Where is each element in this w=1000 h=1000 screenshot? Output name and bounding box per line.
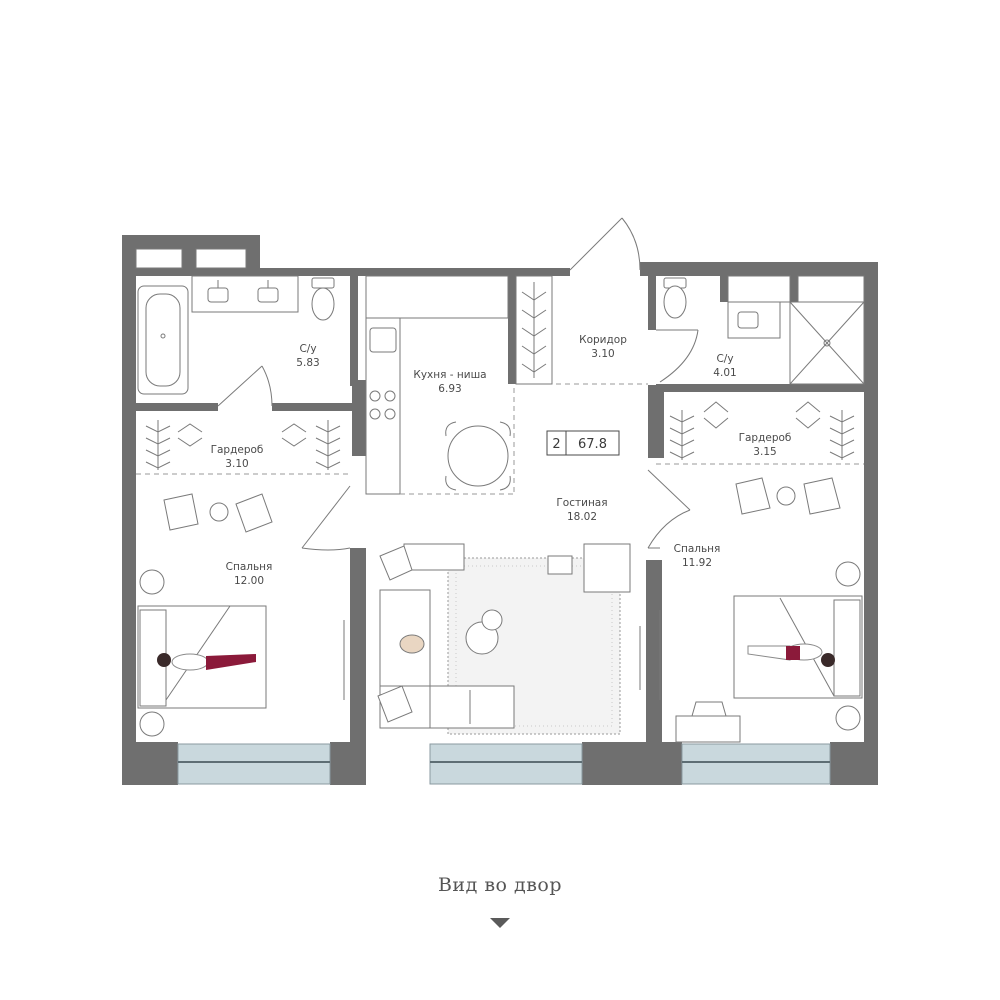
corridor-wardrobe	[515, 275, 648, 385]
room-area: 18.02	[567, 511, 597, 523]
room-area: 11.92	[682, 557, 712, 569]
window-right	[681, 743, 831, 785]
room-area: 3.10	[225, 458, 248, 470]
bathroom-right-door[interactable]	[656, 329, 699, 383]
room-name: С/у	[299, 343, 316, 355]
desk-chair-right	[675, 701, 741, 743]
room-area: 5.83	[296, 357, 319, 369]
room-label-bathroom-right: С/у 4.01	[713, 353, 736, 379]
window-center	[429, 743, 583, 785]
room-name: Кухня - ниша	[413, 369, 486, 381]
person-right	[747, 643, 835, 667]
room-area: 6.93	[438, 383, 461, 395]
person-left	[157, 653, 256, 671]
dog-illustration	[399, 634, 425, 654]
view-direction-label: Вид во двор	[437, 874, 563, 896]
living-room-doors[interactable]	[301, 469, 691, 551]
closet-doors-right	[639, 610, 661, 700]
wardrobe-right	[656, 401, 864, 465]
rooms-count: 2	[552, 437, 560, 452]
wardrobe-left	[136, 420, 350, 475]
total-area: 67.8	[578, 437, 607, 452]
dining-table	[445, 421, 511, 491]
apartment-summary-badge: 2 67.8	[546, 430, 620, 456]
bathroom-left-door[interactable]	[217, 365, 273, 407]
window-top-right	[727, 275, 865, 303]
room-area: 4.01	[713, 367, 736, 379]
triangle-down-icon	[490, 918, 510, 928]
bedroom-left-chairs	[163, 493, 273, 533]
room-label-bedroom-right: Спальня 11.92	[674, 543, 721, 569]
room-label-wardrobe-left: Гардероб 3.10	[211, 444, 264, 470]
room-label-bathroom-left: С/у 5.83	[296, 343, 319, 369]
shower	[789, 301, 865, 385]
room-name: С/у	[716, 353, 733, 365]
entrance-door[interactable]	[569, 217, 641, 271]
tv-console	[379, 543, 631, 593]
bed-left	[137, 569, 267, 737]
coffee-table	[465, 609, 503, 655]
room-name: Коридор	[579, 334, 627, 346]
room-label-corridor: Коридор 3.10	[579, 334, 627, 360]
bathtub	[137, 285, 189, 395]
room-label-kitchen: Кухня - ниша 6.93	[413, 369, 486, 395]
room-area: 12.00	[234, 575, 264, 587]
window-left	[177, 743, 331, 785]
double-sink	[191, 275, 299, 313]
room-name: Гардероб	[211, 444, 264, 456]
room-name: Гостиная	[556, 497, 607, 509]
room-area: 3.10	[591, 348, 614, 360]
toilet-right	[663, 277, 687, 319]
kitchen-counter	[365, 275, 515, 495]
armchair	[377, 685, 413, 723]
toilet-left	[311, 277, 335, 321]
room-label-living-room: Гостиная 18.02	[556, 497, 607, 523]
walls	[122, 235, 878, 785]
room-name: Спальня	[674, 543, 721, 555]
bedroom-right-chairs	[735, 477, 841, 515]
room-label-bedroom-left: Спальня 12.00	[226, 561, 273, 587]
sink-right	[727, 301, 781, 339]
room-label-wardrobe-right: Гардероб 3.15	[739, 432, 792, 458]
room-name: Гардероб	[739, 432, 792, 444]
window-top-left	[135, 248, 247, 269]
room-name: Спальня	[226, 561, 273, 573]
room-area: 3.15	[753, 446, 776, 458]
